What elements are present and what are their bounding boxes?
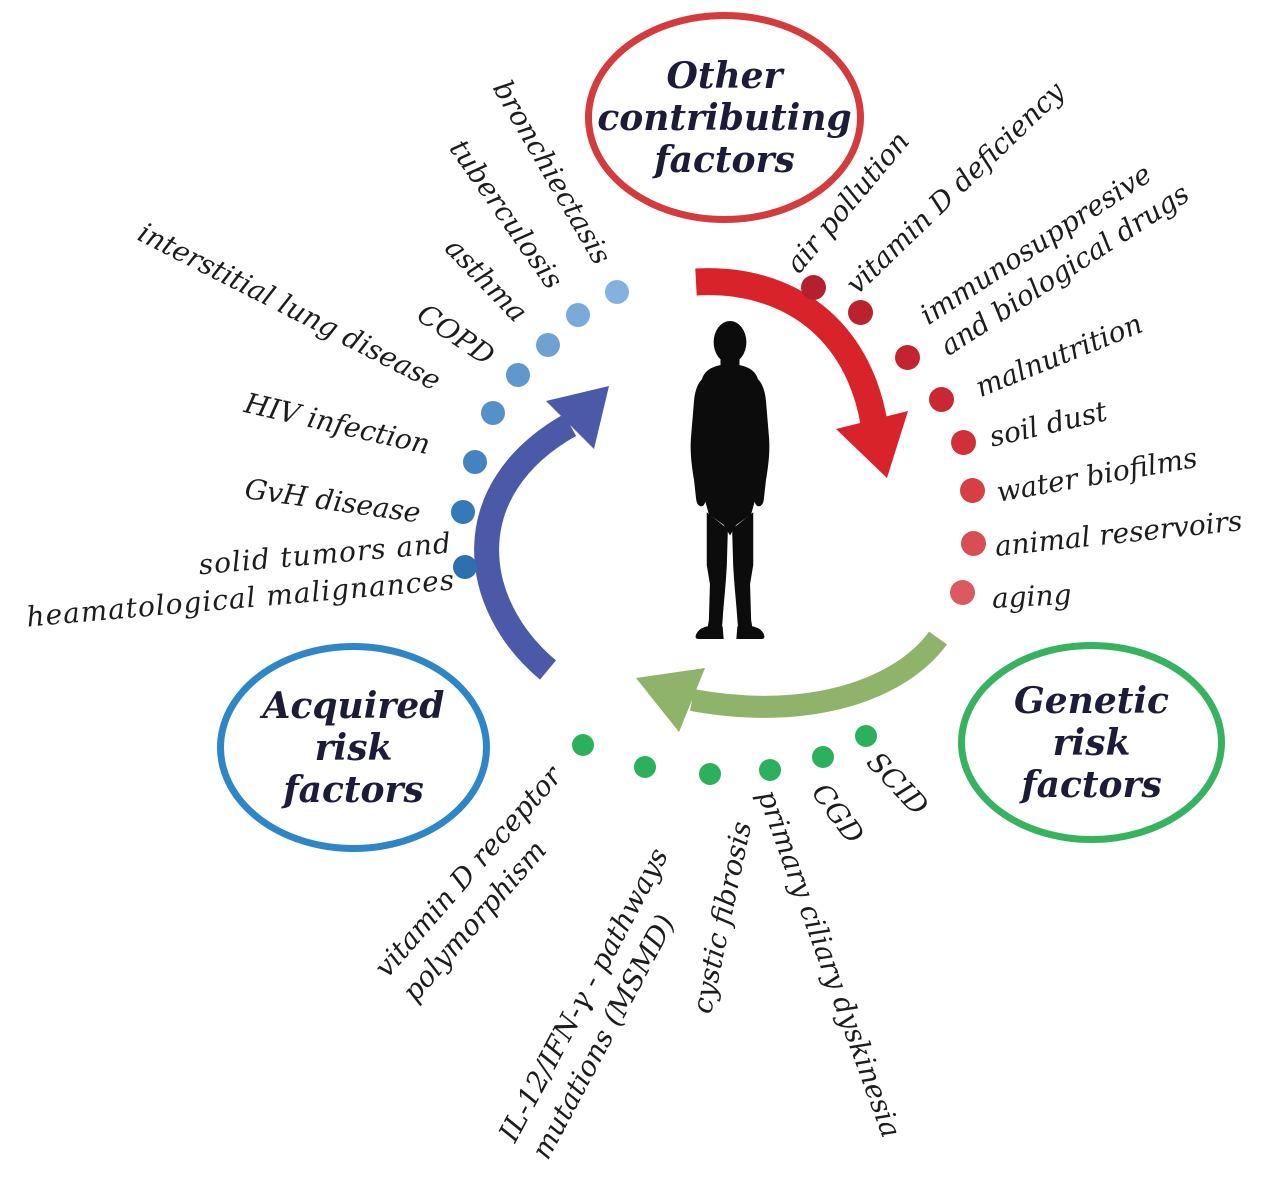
factor-dot-animal-reservoirs [961,531,986,556]
factor-dot-hiv-infection [463,450,487,474]
factor-dot-bronchiectasis [605,280,629,304]
factor-dot-solid-tumors [453,555,477,579]
human-silhouette [690,321,770,639]
genetic-factors-arrow [636,631,947,732]
factor-dot-immunosuppresive-drugs [895,345,920,370]
badge-title-other: Other contributing factors [597,54,852,181]
factor-dot-asthma [536,333,560,357]
badge-title-genetic: Genetic risk factors [1014,679,1169,806]
factor-dot-cystic-fibrosis [699,763,721,785]
acquired-factors-arrow [474,386,609,680]
factor-dot-soil-dust [951,430,976,455]
factor-dot-gvh-disease [451,500,475,524]
factor-dot-scid [855,725,877,747]
factor-dot-interstitial-lung-disease [481,401,505,425]
factor-dot-primary-ciliary-dyskinesia [759,759,781,781]
factor-dot-water-biofilms [960,478,985,503]
factor-label-aging: aging [991,577,1073,615]
factor-dot-vitamin-d-receptor [572,734,594,756]
other-contributing-factors-badge: Other contributing factors [585,12,864,223]
factor-dot-copd [506,363,530,387]
factor-dot-aging [950,580,975,605]
factor-dot-il12-ifng [634,756,656,778]
other-factors-arrow [695,268,908,478]
factor-dot-cgd [812,746,834,768]
factor-dot-air-pollution [801,275,826,300]
factor-dot-vitamin-d-deficiency [848,300,873,325]
genetic-risk-factors-badge: Genetic risk factors [958,642,1225,843]
factor-dot-malnutrition [929,387,954,412]
factor-dot-tuberculosis [566,303,590,327]
acquired-risk-factors-badge: Acquired risk factors [217,643,490,852]
badge-title-acquired: Acquired risk factors [262,684,445,811]
